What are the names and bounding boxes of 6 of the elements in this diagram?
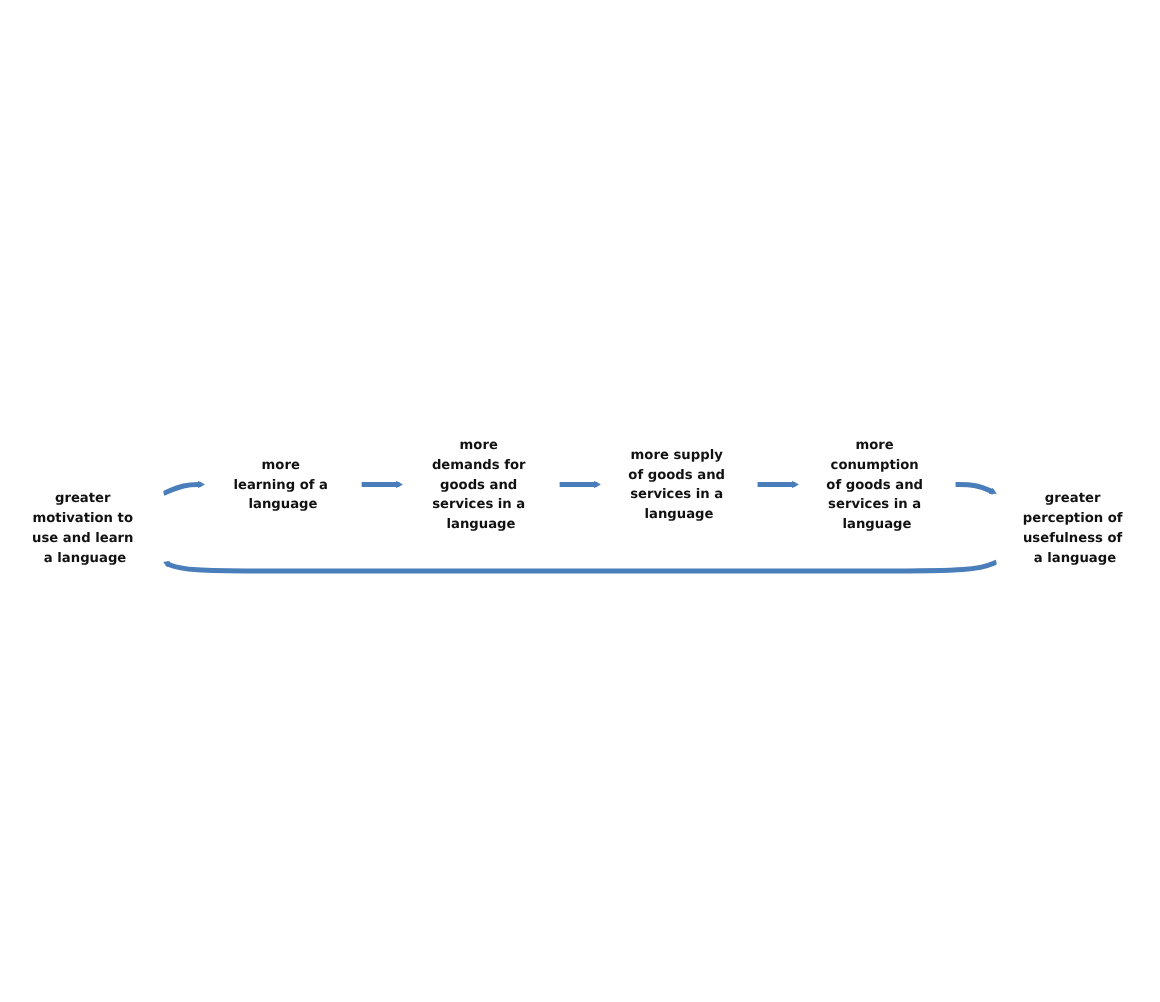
arrow xyxy=(162,480,205,496)
arrow xyxy=(559,480,601,488)
arrow xyxy=(361,480,403,488)
arrow xyxy=(955,481,997,495)
arrow xyxy=(163,559,998,574)
arrow xyxy=(757,480,799,488)
